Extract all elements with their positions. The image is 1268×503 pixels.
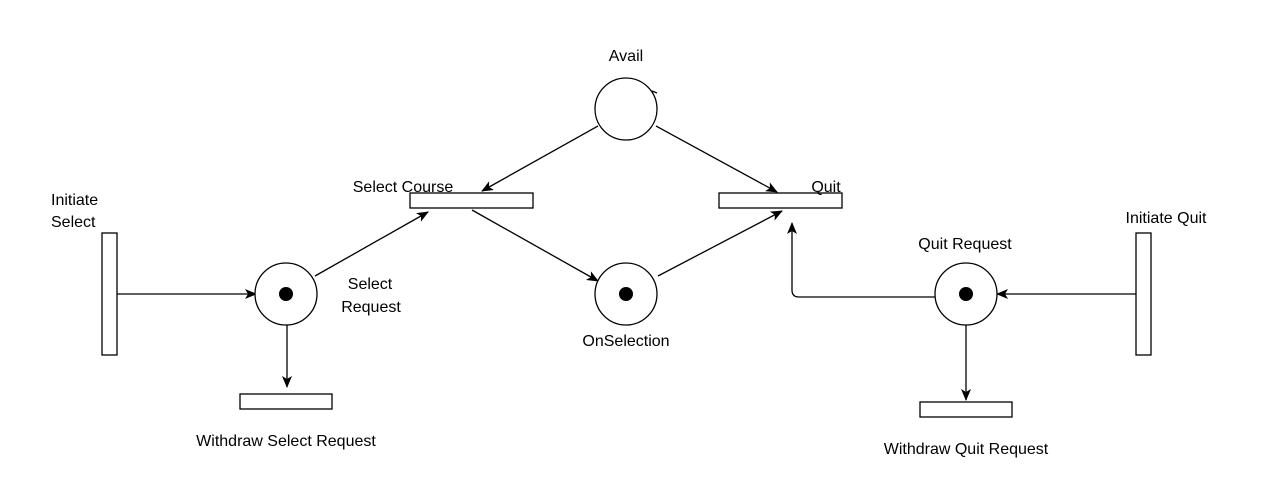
place-select-request bbox=[254, 262, 318, 326]
arc-avail-to-quit bbox=[655, 125, 778, 193]
label-initiate-select-line1: Initiate bbox=[51, 192, 98, 209]
label-select-request-line2: Request bbox=[341, 299, 401, 316]
transition-select-course bbox=[409, 192, 534, 209]
label-on-selection: OnSelection bbox=[582, 333, 669, 350]
arc-stub bbox=[651, 90, 658, 94]
arc-on-selection-to-quit bbox=[657, 210, 783, 277]
arc-select-request-to-select-course bbox=[314, 211, 429, 277]
arc-select-course-to-on-selection bbox=[471, 209, 599, 282]
label-avail: Avail bbox=[609, 48, 643, 65]
label-select-course: Select Course bbox=[353, 179, 454, 196]
place-avail bbox=[594, 77, 658, 141]
arc-avail-to-select-course bbox=[481, 125, 599, 192]
transition-initiate-quit bbox=[1135, 232, 1152, 356]
label-quit-request: Quit Request bbox=[918, 236, 1012, 253]
arcs bbox=[117, 125, 1136, 401]
label-select-request-line1: Select bbox=[348, 276, 393, 293]
label-initiate-quit: Initiate Quit bbox=[1126, 210, 1207, 227]
transition-withdraw-select-request bbox=[239, 393, 333, 410]
label-initiate-select-line2: Select bbox=[51, 214, 96, 231]
place-on-selection bbox=[594, 262, 658, 326]
place-quit-request bbox=[934, 262, 998, 326]
transition-withdraw-quit-request bbox=[919, 401, 1013, 418]
transition-initiate-select bbox=[101, 232, 118, 356]
transition-quit bbox=[718, 192, 843, 209]
token bbox=[959, 287, 973, 301]
label-withdraw-quit-request: Withdraw Quit Request bbox=[884, 441, 1049, 458]
token bbox=[619, 287, 633, 301]
label-withdraw-select-request: Withdraw Select Request bbox=[196, 433, 376, 450]
token bbox=[279, 287, 293, 301]
arc-quit-request-to-quit bbox=[787, 222, 935, 298]
label-quit: Quit bbox=[811, 179, 841, 196]
